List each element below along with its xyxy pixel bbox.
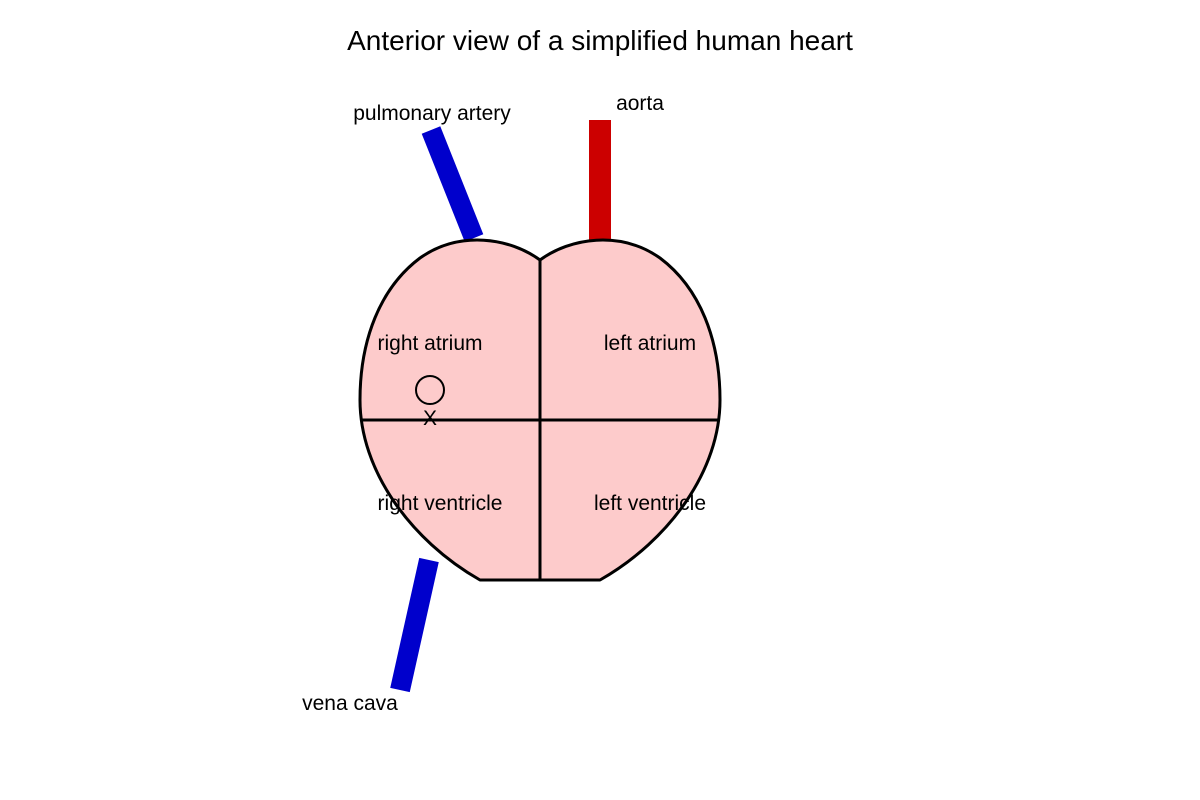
label-left-ventricle: left ventricle [594,492,706,515]
x-marker: X [423,407,437,430]
vena-cava-vessel [390,557,439,693]
label-left-atrium: left atrium [604,332,696,355]
aorta-vessel [589,120,611,242]
circle-marker [415,375,445,405]
label-pulmonary-artery: pulmonary artery [353,102,511,125]
label-aorta: aorta [616,92,664,115]
label-vena-cava: vena cava [302,692,398,715]
diagram-title: Anterior view of a simplified human hear… [347,25,853,56]
label-right-atrium: right atrium [377,332,482,355]
pulmonary-artery-vessel [421,126,484,242]
label-right-ventricle: right ventricle [378,492,503,515]
